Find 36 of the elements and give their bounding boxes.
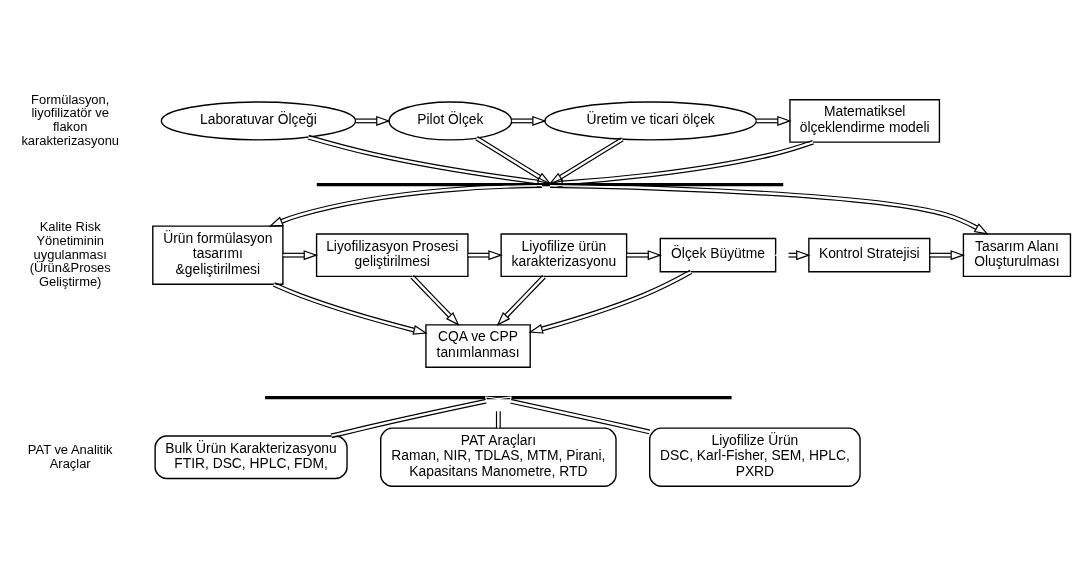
arrow [511, 115, 547, 126]
node-box: Matematiksel ölçeklendirme modeli [789, 99, 941, 143]
node-box: Ürün formülasyon tasarımı &geliştirilmesi [152, 225, 284, 285]
node-ellipse: Laboratuvar Ölçeği [160, 101, 357, 141]
node-bar [265, 396, 732, 400]
label: Kalite Risk Yönetiminin uygulanması (Ürün&Proses Geliştirme) [29, 218, 111, 290]
label: Formülasyon, liyofilizatör ve flakon karakterizasyonu [21, 91, 119, 149]
node-ellipse: Pilot Ölçek [388, 101, 513, 141]
arrow [475, 135, 552, 185]
node-bar [316, 182, 784, 187]
arrow [467, 250, 503, 261]
node-ellipse: Üretim ve ticari ölçek [544, 101, 758, 141]
arrow [755, 115, 792, 126]
label: PAT ve Analitik Araçlar [27, 441, 113, 471]
node-box: Liyofilize ürün karakterizasyonu [500, 233, 628, 278]
node-box: Bulk Ürün Karakterizasyonu FTIR, DSC, HPLC, FDM, [154, 435, 348, 480]
arrow [626, 250, 663, 261]
node-box: PAT Araçları Raman, NIR, TDLAS, MTM, Pirani, Kapasitans Manometre, RTD [380, 427, 617, 487]
arrow [307, 134, 552, 188]
arrow [410, 274, 460, 326]
arrow [282, 250, 319, 261]
arrow [355, 115, 391, 126]
arrow [268, 183, 543, 227]
node-box: Kontrol Stratejisi [808, 237, 931, 273]
arrow [496, 274, 546, 326]
node-box: Liyofilize Ürün DSC, Karl-Fisher, SEM, HPLC, PXRD [649, 427, 861, 487]
arrow [548, 137, 624, 185]
arrow [929, 250, 965, 261]
arrow [548, 139, 815, 188]
node-box: Tasarım Alanı Oluşturulması [962, 233, 1072, 278]
node-box: Ölçek Büyütme [659, 237, 777, 273]
arrow [549, 183, 989, 235]
arrow [528, 269, 693, 334]
arrow [272, 282, 428, 335]
node-box: Liyofilizasyon Prosesi geliştirilmesi [315, 233, 469, 278]
node-box: CQA ve CPP tanımlanması [425, 324, 531, 368]
